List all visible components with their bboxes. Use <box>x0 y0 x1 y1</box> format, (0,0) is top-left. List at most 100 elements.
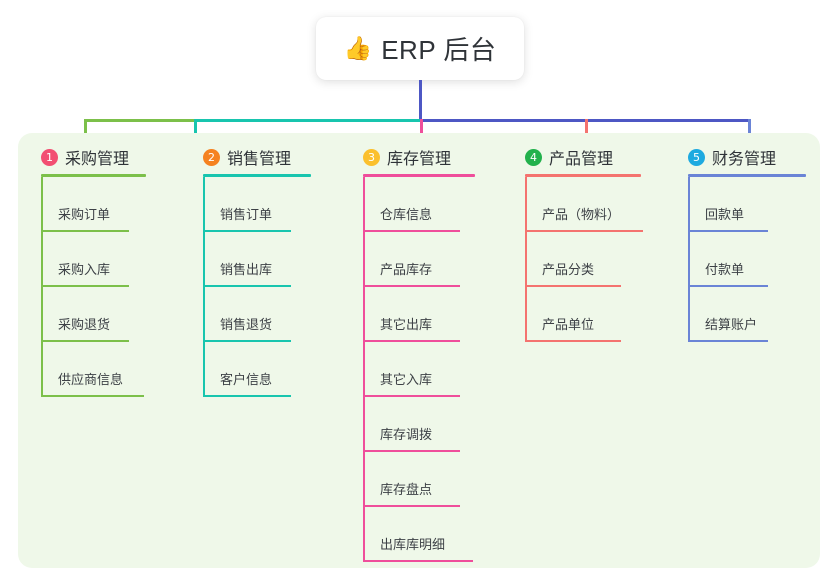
module-item[interactable]: 库存盘点 <box>363 452 475 507</box>
module-item-rule <box>525 340 621 342</box>
root-title-card[interactable]: 👍 ERP 后台 <box>316 17 524 80</box>
module-title-4: 产品管理 <box>549 151 614 168</box>
module-item-label: 销售出库 <box>220 262 273 277</box>
module-item[interactable]: 供应商信息 <box>41 342 146 397</box>
module-item[interactable]: 出库库明细 <box>363 507 475 562</box>
module-items-3: 仓库信息产品库存其它出库其它入库库存调拨库存盘点出库库明细 <box>363 177 475 562</box>
module-title-1: 采购管理 <box>65 151 130 168</box>
module-item-rule <box>203 395 291 397</box>
module-item-label: 库存盘点 <box>380 482 433 497</box>
module-item-label: 采购订单 <box>58 207 111 222</box>
module-item-label: 销售退货 <box>220 317 273 332</box>
module-item-rule <box>363 505 460 507</box>
root-stem-line <box>419 80 422 122</box>
module-item-label: 其它出库 <box>380 317 433 332</box>
module-badge-4: 4 <box>525 148 542 166</box>
module-item-rule <box>41 395 144 397</box>
module-item[interactable]: 客户信息 <box>203 342 311 397</box>
module-item-rule <box>41 340 129 342</box>
module-item-rule <box>203 340 291 342</box>
module-title-5: 财务管理 <box>712 151 777 168</box>
module-item-label: 结算账户 <box>705 317 758 332</box>
module-column-1: 1 采购管理采购订单采购入库采购退货供应商信息 <box>41 146 146 397</box>
module-item[interactable]: 回款单 <box>688 177 806 232</box>
module-item-label: 产品库存 <box>380 262 433 277</box>
module-header-rule-1 <box>41 174 146 177</box>
module-item[interactable]: 其它出库 <box>363 287 475 342</box>
page-title: ERP 后台 <box>381 35 497 65</box>
module-badge-3: 3 <box>363 148 380 166</box>
module-column-3: 3 库存管理仓库信息产品库存其它出库其它入库库存调拨库存盘点出库库明细 <box>363 146 475 562</box>
module-item-label: 产品（物料） <box>542 207 621 222</box>
module-header-rule-3 <box>363 174 475 177</box>
module-item-label: 库存调拨 <box>380 427 433 442</box>
module-item[interactable]: 采购订单 <box>41 177 146 232</box>
module-item[interactable]: 产品（物料） <box>525 177 643 232</box>
module-header-3[interactable]: 3 库存管理 <box>363 146 475 168</box>
module-item[interactable]: 库存调拨 <box>363 397 475 452</box>
module-column-4: 4 产品管理产品（物料） 产品分类产品单位 <box>525 146 643 342</box>
thumbs-up-icon: 👍 <box>343 35 373 61</box>
module-item-label: 供应商信息 <box>58 372 124 387</box>
module-spine-5 <box>688 177 690 342</box>
module-item[interactable]: 付款单 <box>688 232 806 287</box>
module-item-rule <box>525 285 621 287</box>
module-header-1[interactable]: 1 采购管理 <box>41 146 146 168</box>
module-item-rule <box>363 340 460 342</box>
module-header-4[interactable]: 4 产品管理 <box>525 146 641 168</box>
module-title-2: 销售管理 <box>227 151 292 168</box>
module-item-label: 仓库信息 <box>380 207 433 222</box>
module-item-label: 产品分类 <box>542 262 595 277</box>
module-item-label: 产品单位 <box>542 317 595 332</box>
module-column-2: 2 销售管理销售订单销售出库销售退货客户信息 <box>203 146 311 397</box>
module-item-rule <box>688 340 768 342</box>
module-item-rule <box>363 285 460 287</box>
module-item-label: 销售订单 <box>220 207 273 222</box>
module-item-rule <box>363 230 460 232</box>
module-item-rule <box>688 285 768 287</box>
module-item-label: 回款单 <box>705 207 745 222</box>
module-item[interactable]: 销售退货 <box>203 287 311 342</box>
module-badge-2: 2 <box>203 148 220 166</box>
module-item[interactable]: 结算账户 <box>688 287 806 342</box>
module-header-rule-4 <box>525 174 641 177</box>
module-item-label: 采购入库 <box>58 262 111 277</box>
module-header-rule-2 <box>203 174 311 177</box>
module-item-rule <box>363 450 460 452</box>
module-spine-3 <box>363 177 365 562</box>
module-item[interactable]: 产品分类 <box>525 232 641 287</box>
module-header-rule-5 <box>688 174 806 177</box>
module-item[interactable]: 仓库信息 <box>363 177 475 232</box>
module-item-rule <box>41 285 129 287</box>
module-item-label: 付款单 <box>705 262 745 277</box>
module-item[interactable]: 产品库存 <box>363 232 475 287</box>
module-badge-1: 1 <box>41 148 58 166</box>
module-item-rule <box>203 230 291 232</box>
module-header-2[interactable]: 2 销售管理 <box>203 146 311 168</box>
module-item[interactable]: 采购入库 <box>41 232 146 287</box>
module-item-rule <box>363 560 473 562</box>
module-item-label: 客户信息 <box>220 372 273 387</box>
module-title-3: 库存管理 <box>387 151 452 168</box>
module-items-5: 回款单付款单结算账户 <box>688 177 806 342</box>
module-item[interactable]: 销售订单 <box>203 177 311 232</box>
module-item[interactable]: 产品单位 <box>525 287 641 342</box>
module-item-rule <box>363 395 460 397</box>
module-item[interactable]: 销售出库 <box>203 232 311 287</box>
module-spine-4 <box>525 177 527 342</box>
modules-panel <box>18 133 820 568</box>
module-item[interactable]: 采购退货 <box>41 287 146 342</box>
module-item-label: 出库库明细 <box>380 537 446 552</box>
module-items-1: 采购订单采购入库采购退货供应商信息 <box>41 177 146 397</box>
module-items-2: 销售订单销售出库销售退货客户信息 <box>203 177 311 397</box>
module-spine-2 <box>203 177 205 397</box>
module-item-rule <box>525 230 643 232</box>
module-item-rule <box>203 285 291 287</box>
module-item[interactable]: 其它入库 <box>363 342 475 397</box>
module-items-4: 产品（物料） 产品分类产品单位 <box>525 177 643 342</box>
module-item-rule <box>41 230 129 232</box>
module-item-label: 其它入库 <box>380 372 433 387</box>
